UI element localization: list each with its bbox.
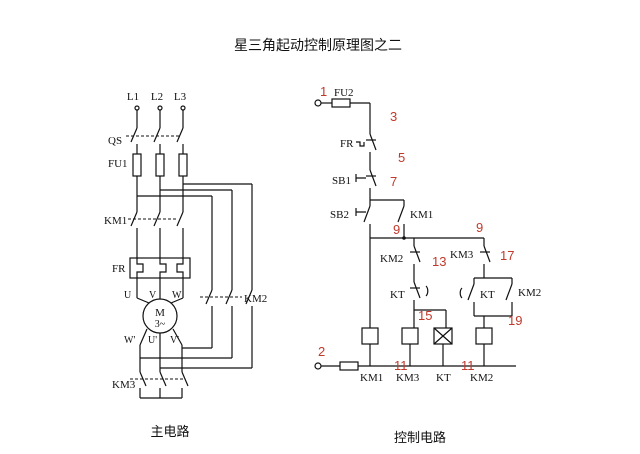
km3-interlock-label: KM3 <box>450 249 474 261</box>
kt-no-delay-contact <box>459 278 475 316</box>
terminal-v2-label: V' <box>170 335 179 346</box>
km2-delta-contacts <box>200 289 253 368</box>
km2-nc-interlock <box>410 245 421 282</box>
phase-label-l3: L3 <box>174 91 187 103</box>
node-19: 19 <box>508 313 522 328</box>
km1-main-label: KM1 <box>104 215 127 227</box>
control-circuit-caption: 控制电路 <box>394 430 446 446</box>
sb2-start-button[interactable] <box>355 200 371 238</box>
node-2: 2 <box>318 344 325 359</box>
node-5: 5 <box>398 150 405 165</box>
main-circuit-caption: 主电路 <box>150 424 189 440</box>
km2-right-label: KM2 <box>518 287 541 299</box>
coil-km1 <box>361 327 379 345</box>
coil-label-km3: KM3 <box>396 372 420 384</box>
node-7: 7 <box>390 174 397 189</box>
fu2-fuse-bottom <box>339 361 359 371</box>
fu2-label: FU2 <box>334 87 354 99</box>
terminal-w-label: W <box>172 290 182 301</box>
km3-nc-interlock <box>480 245 491 278</box>
km1-main-contacts <box>128 211 184 258</box>
terminal-v-label: V <box>149 290 157 301</box>
fr-nc-contact <box>356 133 377 170</box>
km3-main-label: KM3 <box>112 379 136 391</box>
qs-switch <box>126 127 184 154</box>
node-15: 15 <box>418 308 432 323</box>
motor-phase-label: 3~ <box>155 319 166 330</box>
coil-label-km2: KM2 <box>470 372 493 384</box>
control-circuit: FU2 1 3 FR 5 SB1 7 SB2 <box>314 84 541 446</box>
node-9a: 9 <box>393 222 400 237</box>
main-circuit: L1 L2 L3 QS FU1 <box>104 91 267 440</box>
terminal-u2-label: U' <box>148 335 157 346</box>
node-11a: 11 <box>394 358 408 373</box>
node-9b: 9 <box>476 220 483 235</box>
km1-hold-contact <box>397 200 405 238</box>
motor-label: M <box>155 307 165 319</box>
coil-label-km1: KM1 <box>360 372 383 384</box>
terminal-w2-label: W' <box>124 335 135 346</box>
terminal-u-label: U <box>124 290 132 301</box>
fr-main-label: FR <box>112 263 126 275</box>
km2-main-label: KM2 <box>244 293 267 305</box>
terminal-l2 <box>157 105 163 111</box>
fu1-fuses <box>132 153 188 177</box>
phase-label-l1: L1 <box>127 91 139 103</box>
coil-km3 <box>401 327 419 345</box>
junction-9 <box>402 236 406 240</box>
node-1: 1 <box>320 84 327 99</box>
node-11b: 11 <box>461 358 475 373</box>
km3-star-contacts <box>130 371 189 399</box>
fr-control-label: FR <box>340 138 354 150</box>
coil-km2 <box>475 327 493 345</box>
kt-left-label: KT <box>390 289 405 301</box>
sb1-label: SB1 <box>332 175 351 187</box>
kt-nc-delay-contact <box>410 281 429 328</box>
qs-label: QS <box>108 135 122 147</box>
control-terminal-top <box>314 99 322 107</box>
sb2-label: SB2 <box>330 209 349 221</box>
km2-hold-contact <box>505 278 513 316</box>
motor: M 3~ <box>142 298 178 334</box>
terminal-l1 <box>134 105 140 111</box>
phase-label-l2: L2 <box>151 91 163 103</box>
diagram-title: 星三角起动控制原理图之二 <box>234 38 402 54</box>
fu2-fuse <box>331 98 351 108</box>
node-17: 17 <box>500 248 514 263</box>
km1-hold-label: KM1 <box>410 209 433 221</box>
kt-right-label: KT <box>480 289 495 301</box>
node-3: 3 <box>390 109 397 124</box>
sb1-stop-button[interactable] <box>355 169 377 200</box>
terminal-l3 <box>180 105 186 111</box>
km2-interlock-label: KM2 <box>380 253 403 265</box>
node-13: 13 <box>432 254 446 269</box>
coil-label-kt: KT <box>436 372 451 384</box>
fr-thermal-element <box>129 257 191 279</box>
control-terminal-bottom <box>314 362 322 370</box>
fu1-label: FU1 <box>108 158 128 170</box>
